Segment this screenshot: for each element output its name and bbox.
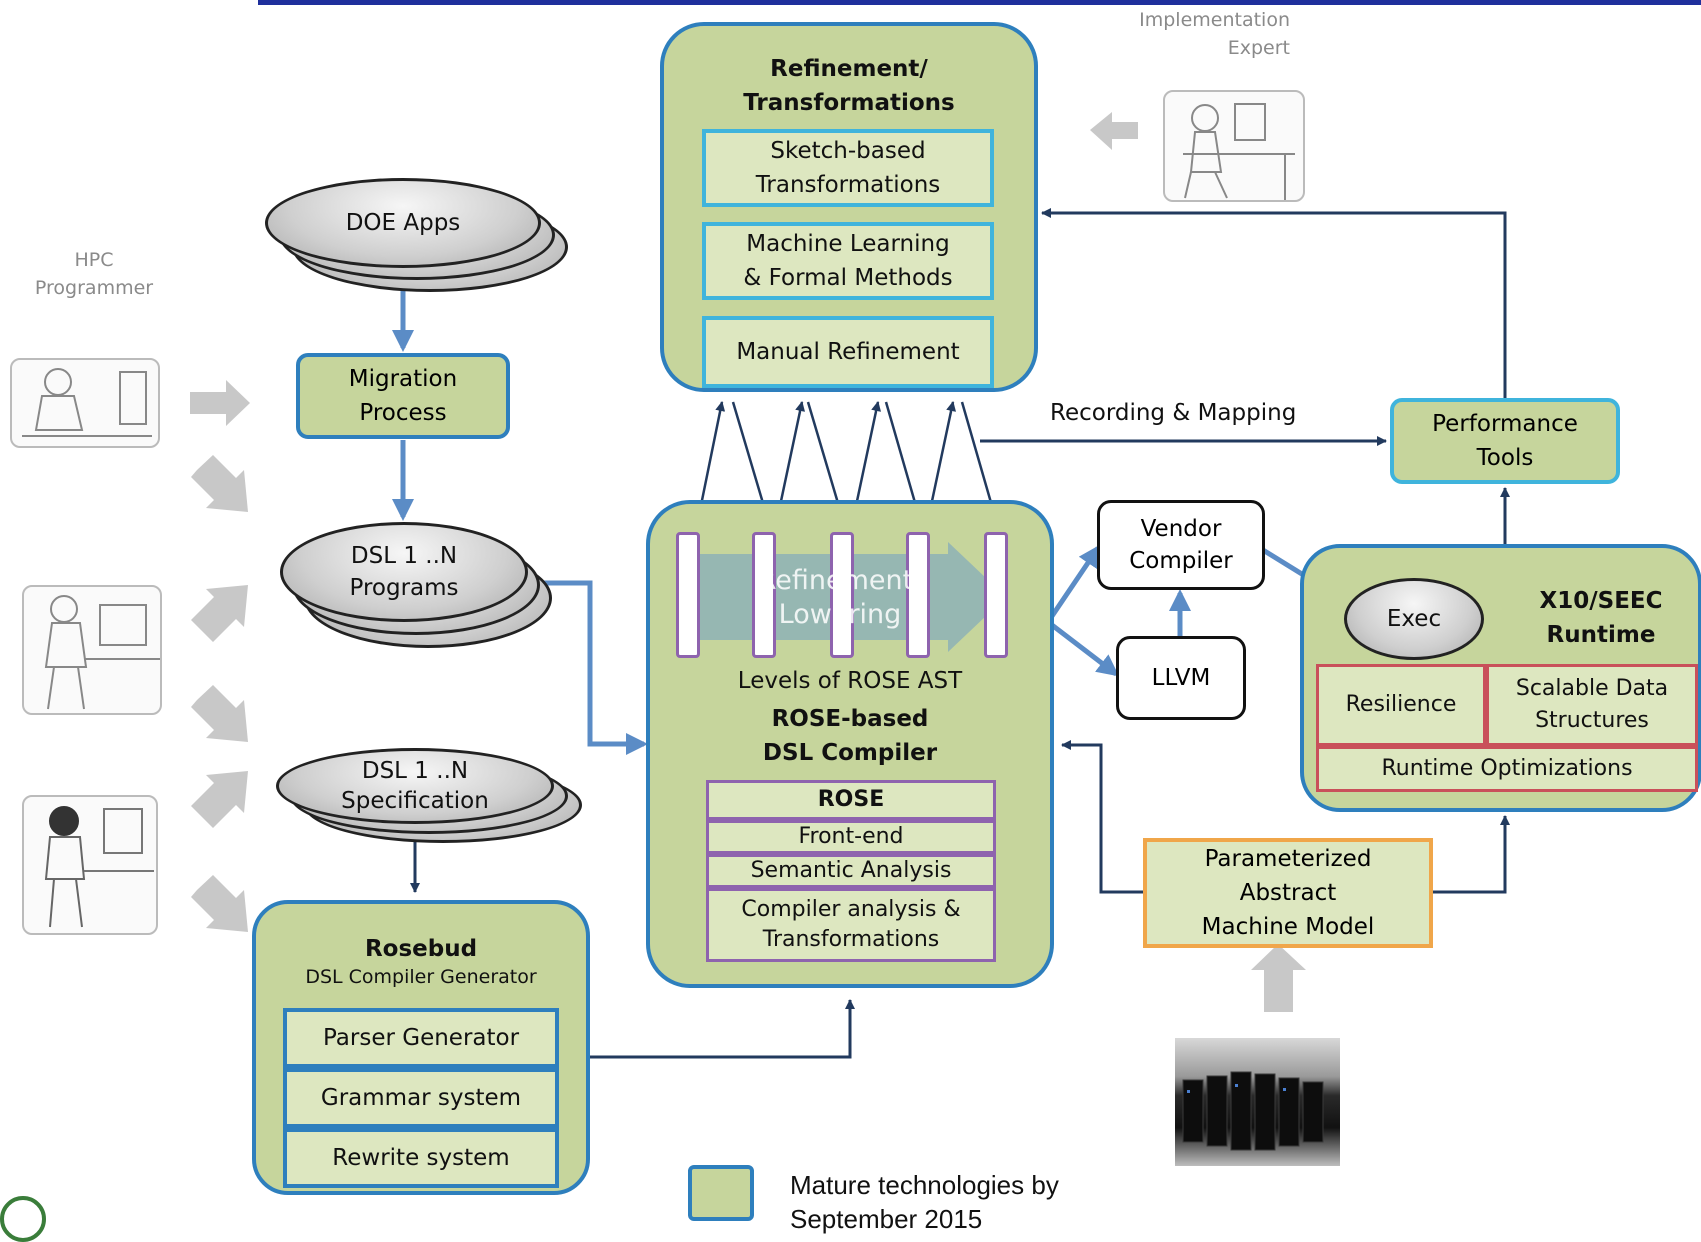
- ast-level-5: [984, 532, 1008, 658]
- grammar-system-item[interactable]: Grammar system: [283, 1068, 559, 1128]
- rosebud-to-rose-arrow: [588, 999, 855, 1059]
- recording-mapping-label: Recording & Mapping: [1050, 400, 1297, 426]
- programmer-woman-icon: [22, 795, 158, 935]
- dsl-specification-node[interactable]: DSL 1 ..N Specification: [276, 748, 554, 824]
- exec-node[interactable]: Exec: [1344, 578, 1484, 660]
- legend-swatch: [688, 1165, 754, 1221]
- refinement-title: Refinement/ Transformations: [743, 56, 955, 116]
- refinement-lowering-label: Refinement/ Lowering: [757, 565, 923, 630]
- rose-to-llvm-arrow: [1046, 620, 1120, 677]
- programs-to-rose-arrow: [530, 580, 648, 755]
- exec-label: Exec: [1386, 606, 1442, 632]
- rose-header-item[interactable]: ROSE: [706, 780, 996, 820]
- supercomputer-image: [1175, 1038, 1340, 1166]
- implementation-expert-icon: [1163, 90, 1305, 202]
- semantic-analysis-item[interactable]: Semantic Analysis: [706, 854, 996, 888]
- compiler-analysis-item[interactable]: Compiler analysis & Transformations: [706, 888, 996, 962]
- runtime-title: X10/SEEC Runtime: [1539, 588, 1663, 648]
- ast-level-2: [752, 532, 776, 658]
- levels-of-rose-ast-label: Levels of ROSE AST: [737, 668, 963, 694]
- performance-to-refinement-arrow: [1041, 208, 1507, 410]
- resilience-item[interactable]: Resilience: [1316, 664, 1486, 746]
- rosebud-subtitle: DSL Compiler Generator: [305, 966, 537, 988]
- refinement-transformations-box[interactable]: Refinement/ Transformations Sketch-based…: [660, 22, 1038, 392]
- doe-apps-node[interactable]: DOE Apps: [265, 178, 541, 268]
- gray-flow-arrows: [190, 112, 1306, 1012]
- performance-tools-box[interactable]: Performance Tools: [1390, 398, 1620, 484]
- hpc-programmer-icon: [10, 358, 160, 448]
- programmer-desk-icon: [22, 585, 162, 715]
- dsl-specification-label: DSL 1 ..N Specification: [341, 758, 489, 814]
- manual-refinement-item[interactable]: Manual Refinement: [702, 316, 994, 388]
- implementation-expert-label: Implementation Expert: [1139, 9, 1290, 59]
- dsl-programs-label: DSL 1 ..N Programs: [349, 543, 459, 601]
- ast-level-4: [906, 532, 930, 658]
- runtime-optimizations-item[interactable]: Runtime Optimizations: [1316, 746, 1698, 792]
- hpc-programmer-label: HPC Programmer: [34, 249, 154, 299]
- machine-model-to-runtime-arrow: [1431, 815, 1510, 894]
- vendor-compiler-box[interactable]: Vendor Compiler: [1097, 500, 1265, 590]
- sketch-based-item[interactable]: Sketch-based Transformations: [702, 129, 994, 207]
- ast-level-3: [830, 532, 854, 658]
- machine-learning-item[interactable]: Machine Learning & Formal Methods: [702, 222, 994, 300]
- rosebud-title: Rosebud: [364, 936, 478, 962]
- doe-apps-label: DOE Apps: [345, 210, 461, 236]
- dsl-programs-node[interactable]: DSL 1 ..N Programs: [280, 522, 528, 622]
- header-bar: [258, 0, 1701, 5]
- front-end-item[interactable]: Front-end: [706, 820, 996, 854]
- rosebud-box[interactable]: Rosebud DSL Compiler Generator Parser Ge…: [252, 900, 590, 1195]
- x10-seec-runtime-box[interactable]: Exec X10/SEEC Runtime Resilience Scalabl…: [1300, 544, 1701, 812]
- rose-compiler-title: ROSE-based DSL Compiler: [762, 706, 938, 766]
- parser-generator-item[interactable]: Parser Generator: [283, 1008, 559, 1068]
- rose-to-vendor-arrow: [1045, 544, 1101, 624]
- ast-level-1: [676, 532, 700, 658]
- migration-process-box[interactable]: Migration Process: [296, 353, 510, 439]
- llvm-box[interactable]: LLVM: [1116, 636, 1246, 720]
- machine-model-box[interactable]: Parameterized Abstract Machine Model: [1143, 838, 1433, 948]
- machine-model-to-rose-arrow: [1061, 740, 1143, 894]
- scalable-data-structures-item[interactable]: Scalable Data Structures: [1486, 664, 1698, 746]
- rose-dsl-compiler-box[interactable]: Refinement/ Lowering Levels of ROSE AST …: [646, 500, 1054, 988]
- legend-label: Mature technologies by September 2015: [790, 1170, 1059, 1234]
- lab-logo-icon: [0, 1196, 46, 1242]
- rewrite-system-item[interactable]: Rewrite system: [283, 1128, 559, 1188]
